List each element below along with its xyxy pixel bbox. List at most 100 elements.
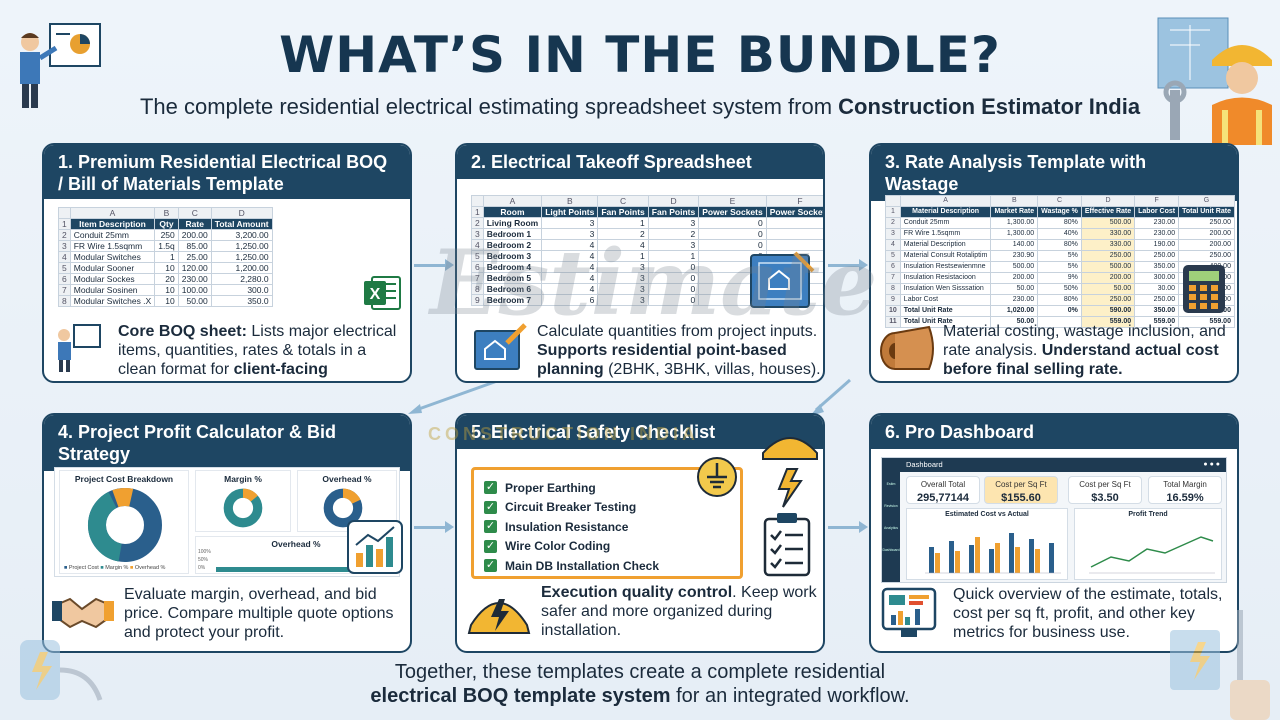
checklist-item[interactable]: ✓Circuit Breaker Testing	[484, 498, 730, 518]
table-cell[interactable]: 230.00	[1134, 228, 1180, 240]
table-cell[interactable]: 250.00	[1080, 294, 1136, 306]
table-cell[interactable]: 3	[541, 228, 599, 240]
table-cell[interactable]: 0	[765, 217, 823, 229]
table-cell[interactable]: 25.00	[177, 251, 212, 263]
table-cell[interactable]: 10	[154, 295, 179, 307]
table-cell[interactable]: 300.0	[210, 284, 273, 296]
table-cell[interactable]: 4	[597, 239, 649, 251]
table-cell[interactable]: 0	[647, 261, 700, 273]
table-cell[interactable]: 0	[647, 283, 700, 295]
table-cell[interactable]: Total Unit Rate	[899, 316, 992, 328]
table-cell[interactable]: 500.00	[990, 261, 1039, 273]
table-cell[interactable]: 3	[597, 261, 649, 273]
table-cell[interactable]: 3	[597, 272, 649, 284]
table-cell[interactable]: 0	[765, 228, 823, 240]
table-cell[interactable]: 1,250.00	[210, 251, 273, 263]
table-cell[interactable]: 4	[541, 239, 599, 251]
table-cell[interactable]: 230.90	[990, 250, 1039, 262]
table-cell[interactable]: Material Consult Rotaliptim	[899, 250, 992, 262]
table-cell[interactable]: 1	[647, 250, 700, 262]
table-cell[interactable]: Total Unit Rate	[899, 305, 992, 317]
table-cell[interactable]: 10	[154, 284, 179, 296]
table-cell[interactable]: 350.00	[1134, 305, 1180, 317]
table-cell[interactable]: 85.00	[177, 240, 212, 252]
table-cell[interactable]: 3	[597, 294, 649, 306]
table-cell[interactable]: Bedroom 4	[482, 261, 543, 273]
table-cell[interactable]: Bedroom 1	[482, 228, 543, 240]
table-cell[interactable]: Bedroom 2	[482, 239, 543, 251]
table-cell[interactable]: 50.00	[177, 295, 212, 307]
table-cell[interactable]: 250.00	[1178, 250, 1235, 262]
table-cell[interactable]: 500.00	[1080, 261, 1136, 273]
table-cell[interactable]: 20	[154, 273, 179, 285]
table-cell[interactable]: 559.00	[1080, 316, 1136, 328]
table-cell[interactable]: FR Wire 1.5sqmm	[899, 228, 992, 240]
table-cell[interactable]: 50.00	[990, 316, 1039, 328]
table-cell[interactable]: 0	[647, 294, 700, 306]
table-cell[interactable]: 1,300.00	[990, 228, 1039, 240]
checklist-item[interactable]: ✓Main DB Installation Check	[484, 556, 730, 576]
table-cell[interactable]: 5%	[1037, 261, 1082, 273]
table-cell[interactable]: 80%	[1037, 294, 1082, 306]
table-cell[interactable]: Insulation Resistacioon	[899, 272, 992, 284]
table-cell[interactable]: 350.00	[1134, 261, 1180, 273]
table-cell[interactable]: 3	[647, 217, 700, 229]
table-cell[interactable]: 10	[154, 262, 179, 274]
table-cell[interactable]: 0	[647, 272, 700, 284]
table-cell[interactable]: 3,200.00	[210, 229, 273, 241]
table-cell[interactable]: 1,300.00	[990, 217, 1039, 229]
table-cell[interactable]: 250.00	[1178, 217, 1235, 229]
table-cell[interactable]: 200.00	[1080, 272, 1136, 284]
table-cell[interactable]: Living Room	[482, 217, 543, 229]
table-cell[interactable]: 50.00	[1080, 283, 1136, 295]
table-cell[interactable]: 4	[541, 261, 599, 273]
table-cell[interactable]: 3	[597, 283, 649, 295]
table-cell[interactable]: 1	[597, 217, 649, 229]
table-cell[interactable]: 80%	[1037, 239, 1082, 251]
table-cell[interactable]: FR Wire 1.5sqmm	[69, 240, 156, 252]
table-cell[interactable]: 4	[541, 283, 599, 295]
table-cell[interactable]: 200.00	[177, 229, 212, 241]
table-cell[interactable]: 30.00	[1134, 283, 1180, 295]
table-cell[interactable]: 0%	[1037, 305, 1082, 317]
table-cell[interactable]: 3	[647, 239, 700, 251]
table-cell[interactable]: Insulation Wen Sisssation	[899, 283, 992, 295]
table-cell[interactable]: 4	[541, 272, 599, 284]
table-cell[interactable]: 100.00	[177, 284, 212, 296]
table-cell[interactable]: 5%	[1037, 250, 1082, 262]
table-cell[interactable]: 190.00	[1134, 239, 1180, 251]
table-cell[interactable]: Modular Sosinen	[69, 284, 156, 296]
table-cell[interactable]: 330.00	[1080, 228, 1136, 240]
table-cell[interactable]: 40%	[1037, 228, 1082, 240]
table-cell[interactable]: Bedroom 7	[482, 294, 543, 306]
table-cell[interactable]: 9%	[1037, 272, 1082, 284]
table-cell[interactable]: 50.00	[990, 283, 1039, 295]
table-cell[interactable]: Labor Cost	[899, 294, 992, 306]
table-cell[interactable]: 2,280.0	[210, 273, 273, 285]
table-cell[interactable]: 1,020.00	[990, 305, 1039, 317]
table-cell[interactable]: 2	[647, 228, 700, 240]
table-cell[interactable]: 590.00	[1080, 305, 1136, 317]
card-safety-checklist[interactable]: 5. Electrical Safety Checklist ✓Proper E…	[455, 413, 825, 653]
table-cell[interactable]: Material Description	[899, 239, 992, 251]
table-cell[interactable]: 140.00	[990, 239, 1039, 251]
table-cell[interactable]: 200.00	[1178, 239, 1235, 251]
table-cell[interactable]: Bedroom 3	[482, 250, 543, 262]
table-cell[interactable]: Bedroom 5	[482, 272, 543, 284]
table-cell[interactable]: Insulation Restsewienmne	[899, 261, 992, 273]
